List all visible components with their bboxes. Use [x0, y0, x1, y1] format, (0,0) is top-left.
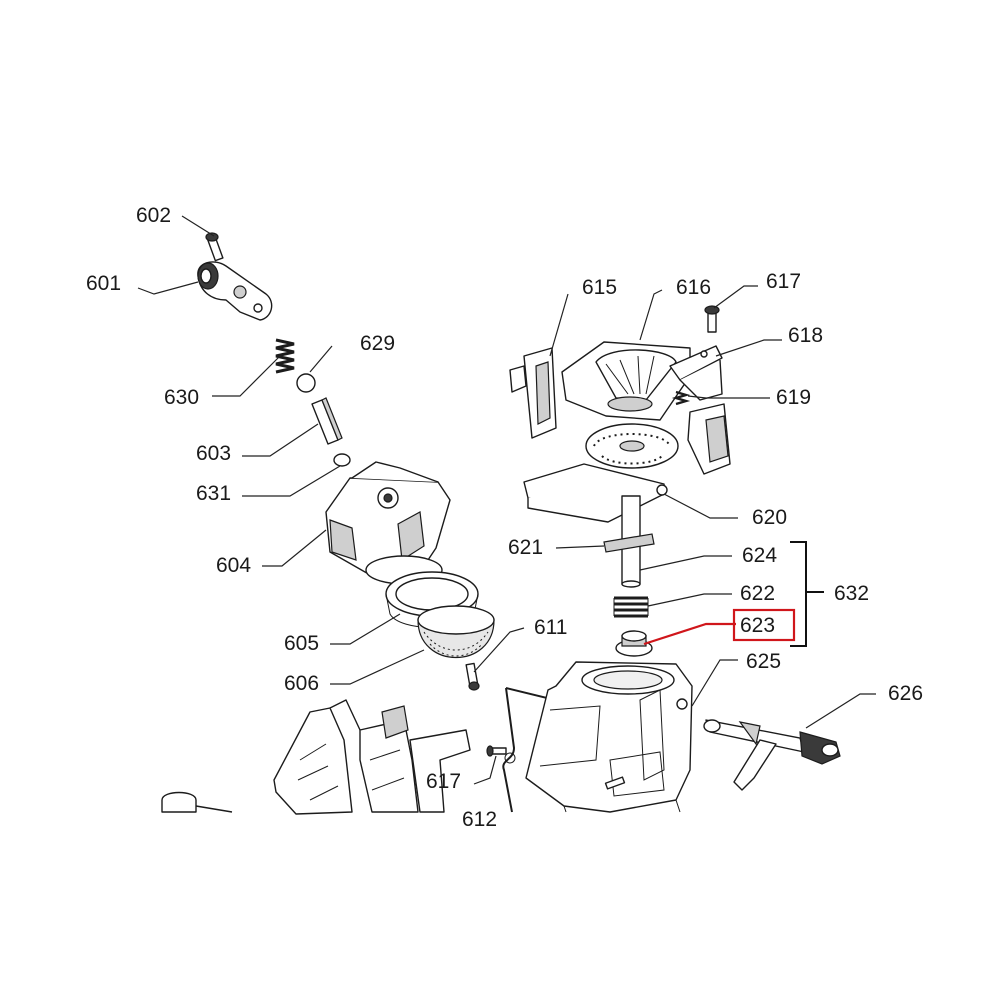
callout-620[interactable]: 620: [752, 506, 787, 529]
callout-616[interactable]: 616: [676, 276, 711, 299]
leader-lines: [137, 215, 876, 785]
callout-622[interactable]: 622: [740, 582, 775, 605]
part-624-shaft[interactable]: [603, 495, 655, 588]
callout-629[interactable]: 629: [360, 332, 395, 355]
callout-611[interactable]: 611: [534, 616, 567, 639]
part-frame-left: [161, 699, 471, 815]
part-620-distributor[interactable]: [523, 423, 679, 523]
callout-604[interactable]: 604: [216, 554, 251, 577]
callout-615[interactable]: 615: [582, 276, 617, 299]
part-603-pin[interactable]: [311, 397, 343, 445]
part-604-housing[interactable]: [325, 461, 451, 585]
callout-619[interactable]: 619: [776, 386, 811, 409]
part-623-seal[interactable]: [615, 630, 653, 657]
callout-labels: 602 601 629 630 603 631 604 605 606 611 …: [86, 204, 923, 831]
part-617-screw-lower[interactable]: [486, 745, 507, 757]
part-619-spring[interactable]: [671, 390, 691, 406]
callout-605[interactable]: 605: [284, 632, 319, 655]
callout-630[interactable]: 630: [164, 386, 199, 409]
part-616-funnel[interactable]: [561, 341, 691, 421]
callout-602[interactable]: 602: [136, 204, 171, 227]
callout-625[interactable]: 625: [746, 650, 781, 673]
callout-617-lower[interactable]: 617: [426, 770, 461, 793]
part-618-bracket[interactable]: [669, 345, 723, 401]
part-631-oring[interactable]: [333, 453, 351, 467]
highlight-box-623: [732, 608, 796, 642]
callout-624[interactable]: 624: [742, 544, 777, 567]
part-629-ball[interactable]: [296, 373, 316, 393]
part-626-lever[interactable]: [703, 719, 841, 791]
callout-603[interactable]: 603: [196, 442, 231, 465]
callout-631[interactable]: 631: [196, 482, 231, 505]
callout-623[interactable]: 623: [740, 614, 775, 637]
callout-626[interactable]: 626: [888, 682, 923, 705]
part-601-lever[interactable]: [197, 261, 273, 321]
part-625-body[interactable]: [525, 661, 693, 813]
callout-601[interactable]: 601: [86, 272, 121, 295]
bottom-whitespace: [0, 830, 1000, 1000]
group-bracket-632: [790, 541, 824, 647]
callout-612[interactable]: 612: [462, 808, 497, 831]
part-605-ring[interactable]: [385, 571, 479, 628]
part-630-spring[interactable]: [275, 338, 295, 374]
callout-617-upper[interactable]: 617: [766, 270, 801, 293]
part-handle-side: [687, 403, 731, 475]
part-602-screw[interactable]: [205, 232, 224, 262]
part-611-screw[interactable]: [465, 662, 480, 691]
part-617-screw-upper[interactable]: [704, 305, 720, 333]
part-615-slide[interactable]: [509, 347, 557, 439]
part-606-sieve[interactable]: [417, 605, 495, 659]
part-622-spring[interactable]: [613, 596, 649, 618]
callout-621[interactable]: 621: [508, 536, 543, 559]
callout-606[interactable]: 606: [284, 672, 319, 695]
highlight-leader-623: [643, 622, 736, 646]
callout-632[interactable]: 632: [834, 582, 869, 605]
callout-618[interactable]: 618: [788, 324, 823, 347]
